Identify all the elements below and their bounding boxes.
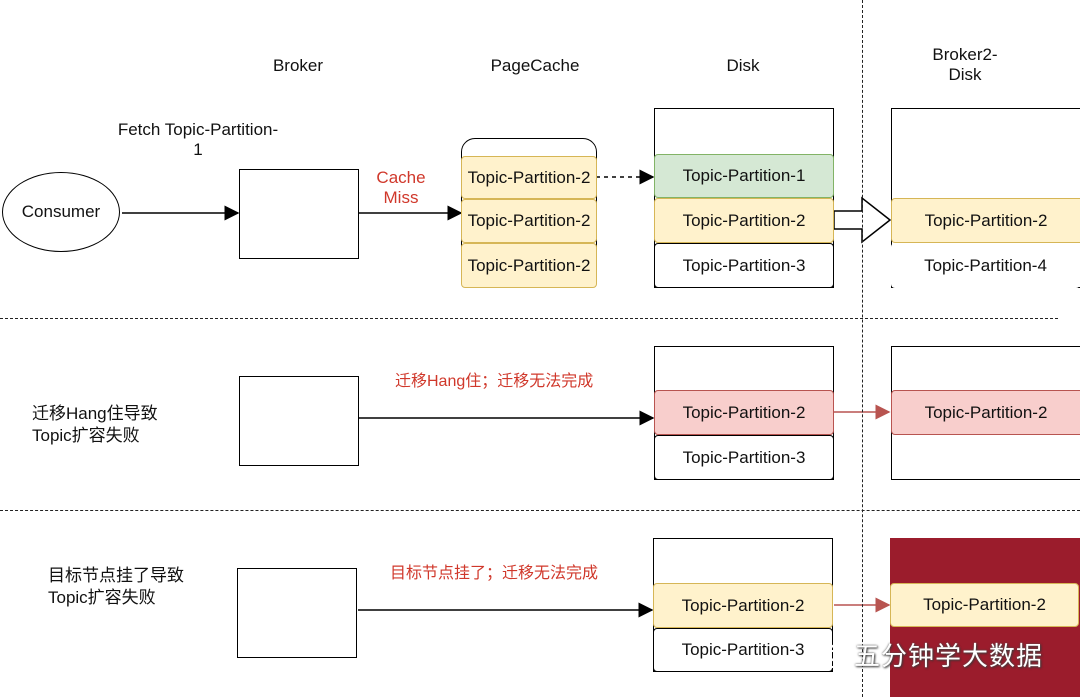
pagecache-item: Topic-Partition-2 [461, 199, 597, 243]
broker2-item: Topic-Partition-2 [890, 583, 1079, 627]
row3-description: 目标节点挂了导致 Topic扩容失败 [48, 566, 184, 607]
row2-note: 迁移Hang住；迁移无法完成 [395, 373, 594, 390]
header-pagecache: PageCache [490, 56, 580, 75]
chat-bubble-icon [808, 640, 846, 670]
disk-item: Topic-Partition-3 [654, 243, 834, 288]
broker2-item: Topic-Partition-2 [891, 198, 1080, 243]
pagecache-item: Topic-Partition-2 [461, 243, 597, 288]
broker2-item: Topic-Partition-4 [891, 243, 1080, 288]
broker-box-row1 [239, 169, 359, 259]
broker-box-row2 [239, 376, 359, 466]
header-broker: Broker [272, 56, 324, 75]
disk-item: Topic-Partition-3 [654, 435, 834, 480]
watermark-text: 五分钟学大数据 [854, 641, 1044, 671]
header-broker2-disk: Broker2- Disk [932, 45, 998, 84]
header-disk: Disk [726, 56, 760, 75]
broker2-separator [862, 0, 863, 697]
watermark: 五分钟学大数据 [808, 636, 1043, 673]
consumer-label: Consumer [21, 202, 101, 221]
disk-item: Topic-Partition-2 [654, 198, 834, 243]
fetch-label: Fetch Topic-Partition- 1 [117, 120, 279, 159]
pagecache-item: Topic-Partition-2 [461, 156, 597, 199]
row-separator-1 [0, 318, 1058, 319]
cache-miss-label: Cache Miss [376, 168, 426, 207]
disk-item: Topic-Partition-3 [653, 628, 833, 672]
broker-box-row3 [237, 568, 357, 658]
disk-item: Topic-Partition-2 [653, 583, 833, 628]
row2-description: 迁移Hang住导致 Topic扩容失败 [32, 404, 158, 445]
consumer-node: Consumer [2, 172, 120, 252]
disk-item: Topic-Partition-2 [654, 390, 834, 435]
row3-note: 目标节点挂了；迁移无法完成 [390, 565, 599, 582]
broker2-item: Topic-Partition-2 [891, 390, 1080, 435]
disk-item: Topic-Partition-1 [654, 154, 834, 198]
row-separator-2 [0, 510, 1080, 511]
